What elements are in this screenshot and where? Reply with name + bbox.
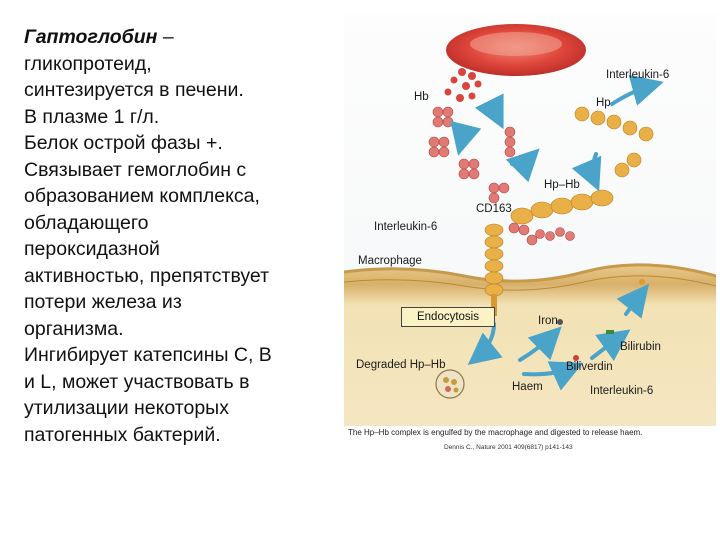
label-degraded: Degraded Hp–Hb	[356, 359, 446, 371]
label-interleukin-top: Interleukin-6	[606, 69, 669, 81]
intracellular-arrows	[467, 283, 649, 391]
hb-near-receptor	[535, 227, 575, 241]
figure-illustration: Interleukin-6 Hb Hp Hp–Hb CD163 Interleu…	[344, 14, 716, 426]
label-hp-hb: Hp–Hb	[544, 179, 580, 191]
figure-citation: Dennis C., Nature 2001 409(6817) p141-14…	[444, 444, 573, 451]
text-line: пероксидазной	[24, 238, 160, 260]
text-line: активностью, препятствует	[24, 264, 270, 287]
term-dash: –	[157, 26, 174, 48]
text-line: Белок острой фазы +.	[24, 132, 223, 154]
text-line: образованием комплекса,	[24, 185, 260, 207]
label-interleukin-mid: Interleukin-6	[374, 221, 437, 233]
haptoglobin-figure: Interleukin-6 Hb Hp Hp–Hb CD163 Interleu…	[344, 14, 716, 458]
text-line: потери железа из	[24, 291, 182, 313]
label-macrophage: Macrophage	[358, 255, 422, 267]
label-hb: Hb	[414, 91, 429, 103]
label-cd163: CD163	[476, 203, 512, 215]
haemoglobin-particles	[444, 68, 482, 102]
text-line: и L, может участвовать в	[24, 370, 250, 393]
text-line: обладающего	[24, 211, 149, 234]
label-iron: Iron	[538, 315, 558, 327]
hp-hb-complex	[508, 189, 614, 246]
label-bilirubin: Bilirubin	[620, 341, 661, 353]
text-line: синтезируется в печени.	[24, 79, 244, 101]
text-line: гликопротеид,	[24, 52, 152, 75]
figure-caption: The Hp–Hb complex is engulfed by the mac…	[348, 428, 643, 437]
label-hp: Hp	[596, 97, 611, 109]
plasma-arrows	[450, 74, 664, 192]
text-line: организма.	[24, 317, 124, 340]
red-blood-cell	[446, 24, 586, 76]
text-line: Ингибирует катепсины С, В	[24, 344, 272, 366]
degraded-vesicle	[435, 369, 465, 399]
label-endocytosis: Endocytosis	[401, 307, 495, 327]
label-interleukin-bottom: Interleukin-6	[590, 385, 653, 397]
small-molecules	[557, 279, 645, 361]
label-biliverdin: Biliverdin	[566, 361, 613, 373]
text-line: утилизации некоторых	[24, 397, 229, 419]
heading-line: Гаптоглобин –	[24, 24, 354, 51]
haptoglobin-chain	[574, 106, 654, 178]
text-line: В плазме 1 г/л.	[24, 105, 160, 128]
label-haem: Haem	[512, 381, 543, 393]
description-text: Гаптоглобин – гликопротеид, синтезируетс…	[24, 24, 354, 448]
haptoglobin-term: Гаптоглобин	[24, 26, 158, 48]
text-line: Связывает гемоглобин с	[24, 158, 247, 181]
cd163-receptor	[484, 223, 504, 316]
text-line: патогенных бактерий.	[24, 423, 221, 446]
